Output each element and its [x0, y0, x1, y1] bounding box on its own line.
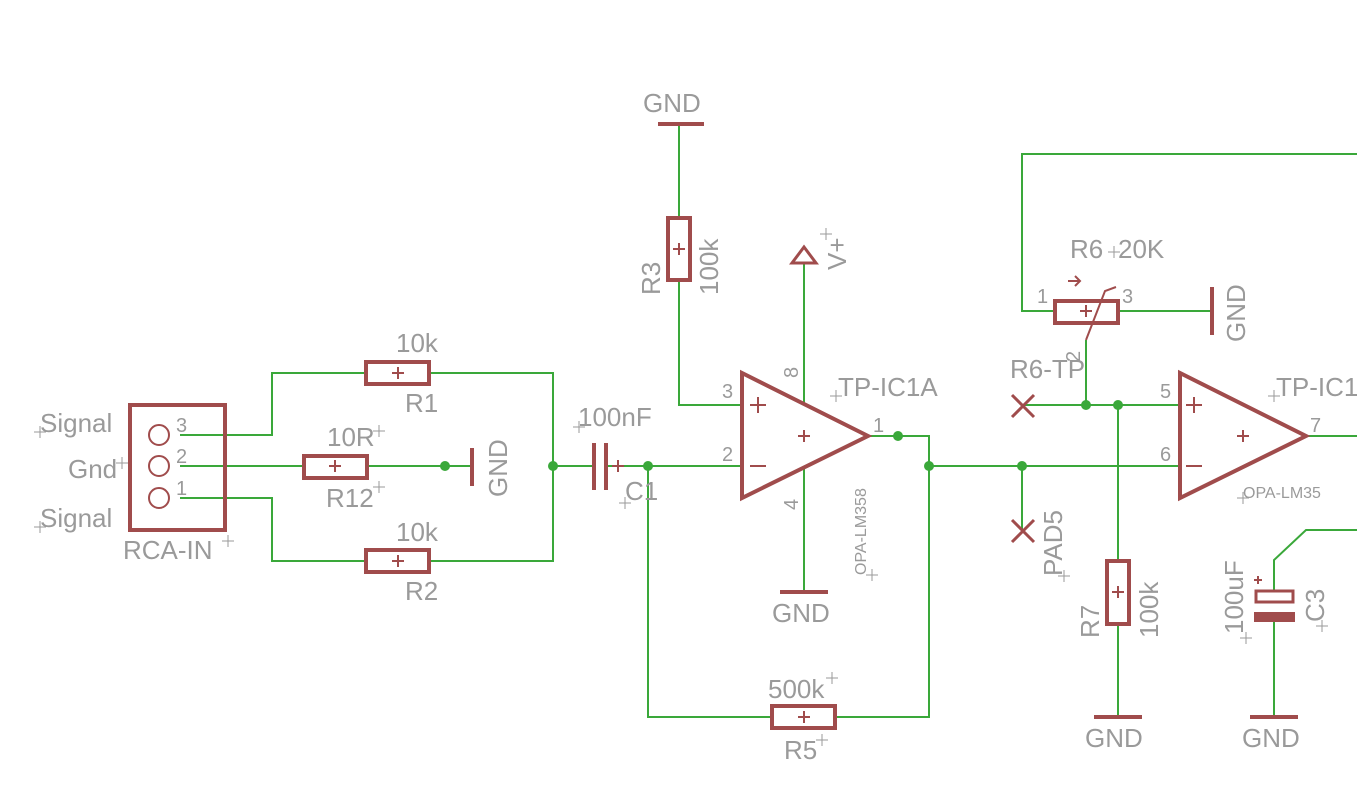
r3-value: 100k — [694, 238, 724, 295]
r5-name: R5 — [784, 735, 817, 765]
c1-value: 100nF — [578, 402, 652, 432]
r1-name: R1 — [405, 388, 438, 418]
r6-name: R6 — [1070, 234, 1103, 264]
r12-name: R12 — [326, 483, 374, 513]
opamp-ic1a: 3 2 1 8 4 TP-IC1A OPA-LM358 GND — [722, 367, 938, 628]
c1-name: C1 — [625, 476, 658, 506]
resistor-r5: 500k R5 — [768, 672, 838, 765]
ic1a-pin-8: 8 — [781, 367, 803, 378]
r7-value: 100k — [1134, 581, 1164, 638]
ic1b-name: TP-IC1 — [1276, 372, 1357, 402]
ic1a-pin-4: 4 — [781, 499, 803, 510]
c3-value: 100uF — [1219, 560, 1249, 634]
junctions — [440, 400, 1123, 471]
pad5-label: PAD5 — [1038, 510, 1068, 576]
capacitor-c3: 100uF C3 GND — [1219, 560, 1330, 753]
rca-pin-2-label: Gnd — [68, 454, 117, 484]
rca-pin-3-number: 3 — [176, 415, 187, 437]
gnd-label-r7: GND — [1085, 723, 1143, 753]
opamp-ic1b: 5 6 7 TP-IC1 OPA-LM35 — [1160, 369, 1357, 504]
gnd-label-ic1a: GND — [772, 598, 830, 628]
rca-pin-1-number: 1 — [176, 478, 187, 500]
gnd-label-r3: GND — [643, 88, 701, 118]
gnd-symbol-r12: GND — [470, 439, 513, 497]
resistor-r3: GND R3 100k — [636, 88, 724, 295]
testpoint-pad5: PAD5 — [1010, 510, 1070, 582]
r6tp-label: R6-TP — [1010, 354, 1085, 384]
r2-value: 10k — [396, 517, 439, 547]
r6-pin-1: 1 — [1037, 286, 1048, 308]
resistor-r7: R7 100k GND — [1075, 559, 1164, 753]
r1-value: 10k — [396, 328, 439, 358]
wires — [180, 124, 1357, 718]
vplus-label: V+ — [822, 237, 852, 270]
ic1b-part: OPA-LM35 — [1243, 485, 1321, 502]
resistor-r12: 10R R12 — [302, 422, 385, 513]
c3-name: C3 — [1300, 589, 1330, 622]
r7-name: R7 — [1075, 605, 1105, 638]
rca-pin-3-label: Signal — [40, 408, 112, 438]
ic1a-pin-2: 2 — [722, 444, 733, 466]
trimmer-r6: R6 20K 1 3 2 GND — [1037, 234, 1251, 362]
ic1a-pin-1: 1 — [873, 415, 884, 437]
ic1b-pin-6: 6 — [1160, 444, 1171, 466]
gnd-label-r6: GND — [1221, 284, 1251, 342]
gnd-label-c3: GND — [1242, 723, 1300, 753]
r6-value: 20K — [1118, 234, 1165, 264]
r6-pin-3: 3 — [1122, 286, 1133, 308]
r6-pin-2: 2 — [1063, 351, 1085, 362]
r3-name: R3 — [636, 262, 666, 295]
gnd-label-r12: GND — [483, 439, 513, 497]
rca-pin-1-label: Signal — [40, 503, 112, 533]
rca-connector: 3 2 1 Signal Gnd Signal RCA-IN — [34, 403, 234, 565]
rca-pin-2-number: 2 — [176, 446, 187, 468]
r2-name: R2 — [405, 576, 438, 606]
r12-value: 10R — [327, 422, 375, 452]
rca-connector-name: RCA-IN — [123, 535, 213, 565]
ic1a-part: OPA-LM358 — [853, 488, 870, 575]
vplus-symbol: V+ — [789, 228, 852, 270]
ic1b-pin-7: 7 — [1310, 415, 1321, 437]
resistor-r1: 10k R1 — [364, 328, 439, 418]
ic1a-name: TP-IC1A — [838, 372, 938, 402]
testpoint-r6tp: R6-TP — [1010, 354, 1085, 419]
r5-value: 500k — [768, 674, 825, 704]
ic1b-pin-5: 5 — [1160, 381, 1171, 403]
resistor-r2: 10k R2 — [364, 517, 439, 606]
ic1a-pin-3: 3 — [722, 381, 733, 403]
capacitor-c1: 100nF C1 — [573, 402, 658, 509]
